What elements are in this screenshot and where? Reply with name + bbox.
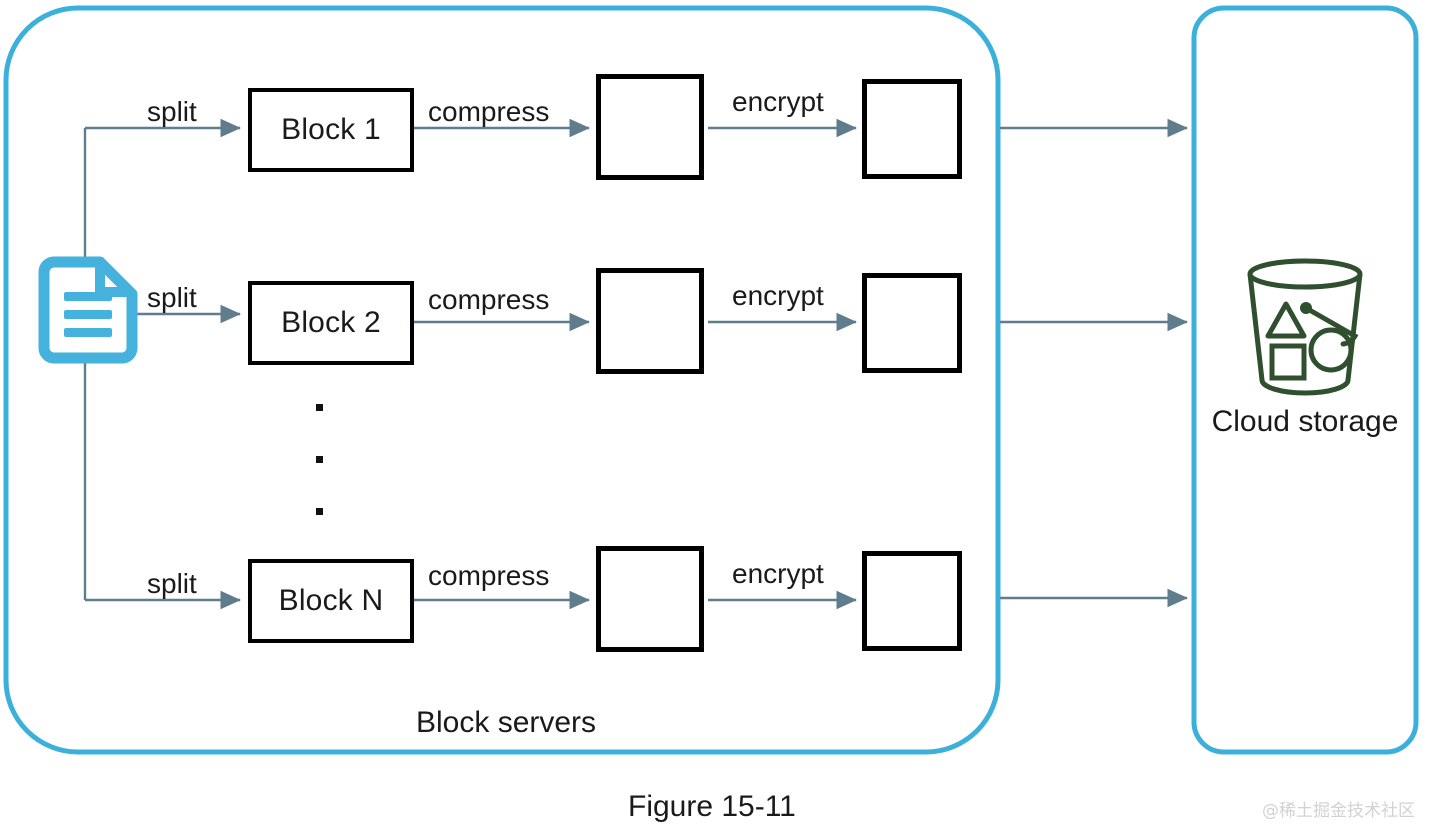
storage-bucket-icon-art	[1247, 258, 1363, 396]
block-label-3: Block N	[278, 584, 384, 617]
zip-archive-icon-box-2[interactable]	[596, 268, 704, 374]
figure-caption: Figure 15-11	[628, 790, 796, 823]
padlock-icon-box-1[interactable]	[862, 79, 962, 179]
encrypt-label-3: encrypt	[732, 558, 824, 589]
compress-label-2: compress	[428, 284, 550, 315]
block-label-1: Block 1	[281, 113, 381, 146]
split-label-3: split	[147, 568, 197, 599]
padlock-icon-box-2[interactable]	[862, 273, 962, 373]
cloud-storage-label: Cloud storage	[1211, 405, 1399, 438]
split-label-1: split	[147, 96, 197, 127]
zip-archive-icon-box-3[interactable]	[596, 546, 704, 652]
split-label-2: split	[147, 282, 197, 313]
block-box-3[interactable]: Block N	[248, 559, 414, 643]
block-box-1[interactable]: Block 1	[248, 88, 414, 172]
watermark-text: @稀土掘金技术社区	[1262, 801, 1415, 821]
cloud-storage-container	[1191, 5, 1419, 755]
zip-archive-icon-box-1[interactable]	[596, 74, 704, 180]
block-box-2[interactable]: Block 2	[248, 281, 414, 365]
padlock-icon-box-3[interactable]	[862, 551, 962, 651]
ellipsis-dot	[316, 404, 323, 411]
compress-label-3: compress	[428, 560, 550, 591]
block-servers-caption: Block servers	[416, 706, 597, 739]
block-label-2: Block 2	[281, 306, 381, 339]
encrypt-label-1: encrypt	[732, 86, 824, 117]
ellipsis-dot	[316, 456, 323, 463]
compress-label-1: compress	[428, 96, 550, 127]
encrypt-label-2: encrypt	[732, 280, 824, 311]
ellipsis-dot	[316, 508, 323, 515]
block-servers-container	[3, 5, 1001, 755]
document-file-icon	[38, 256, 138, 364]
